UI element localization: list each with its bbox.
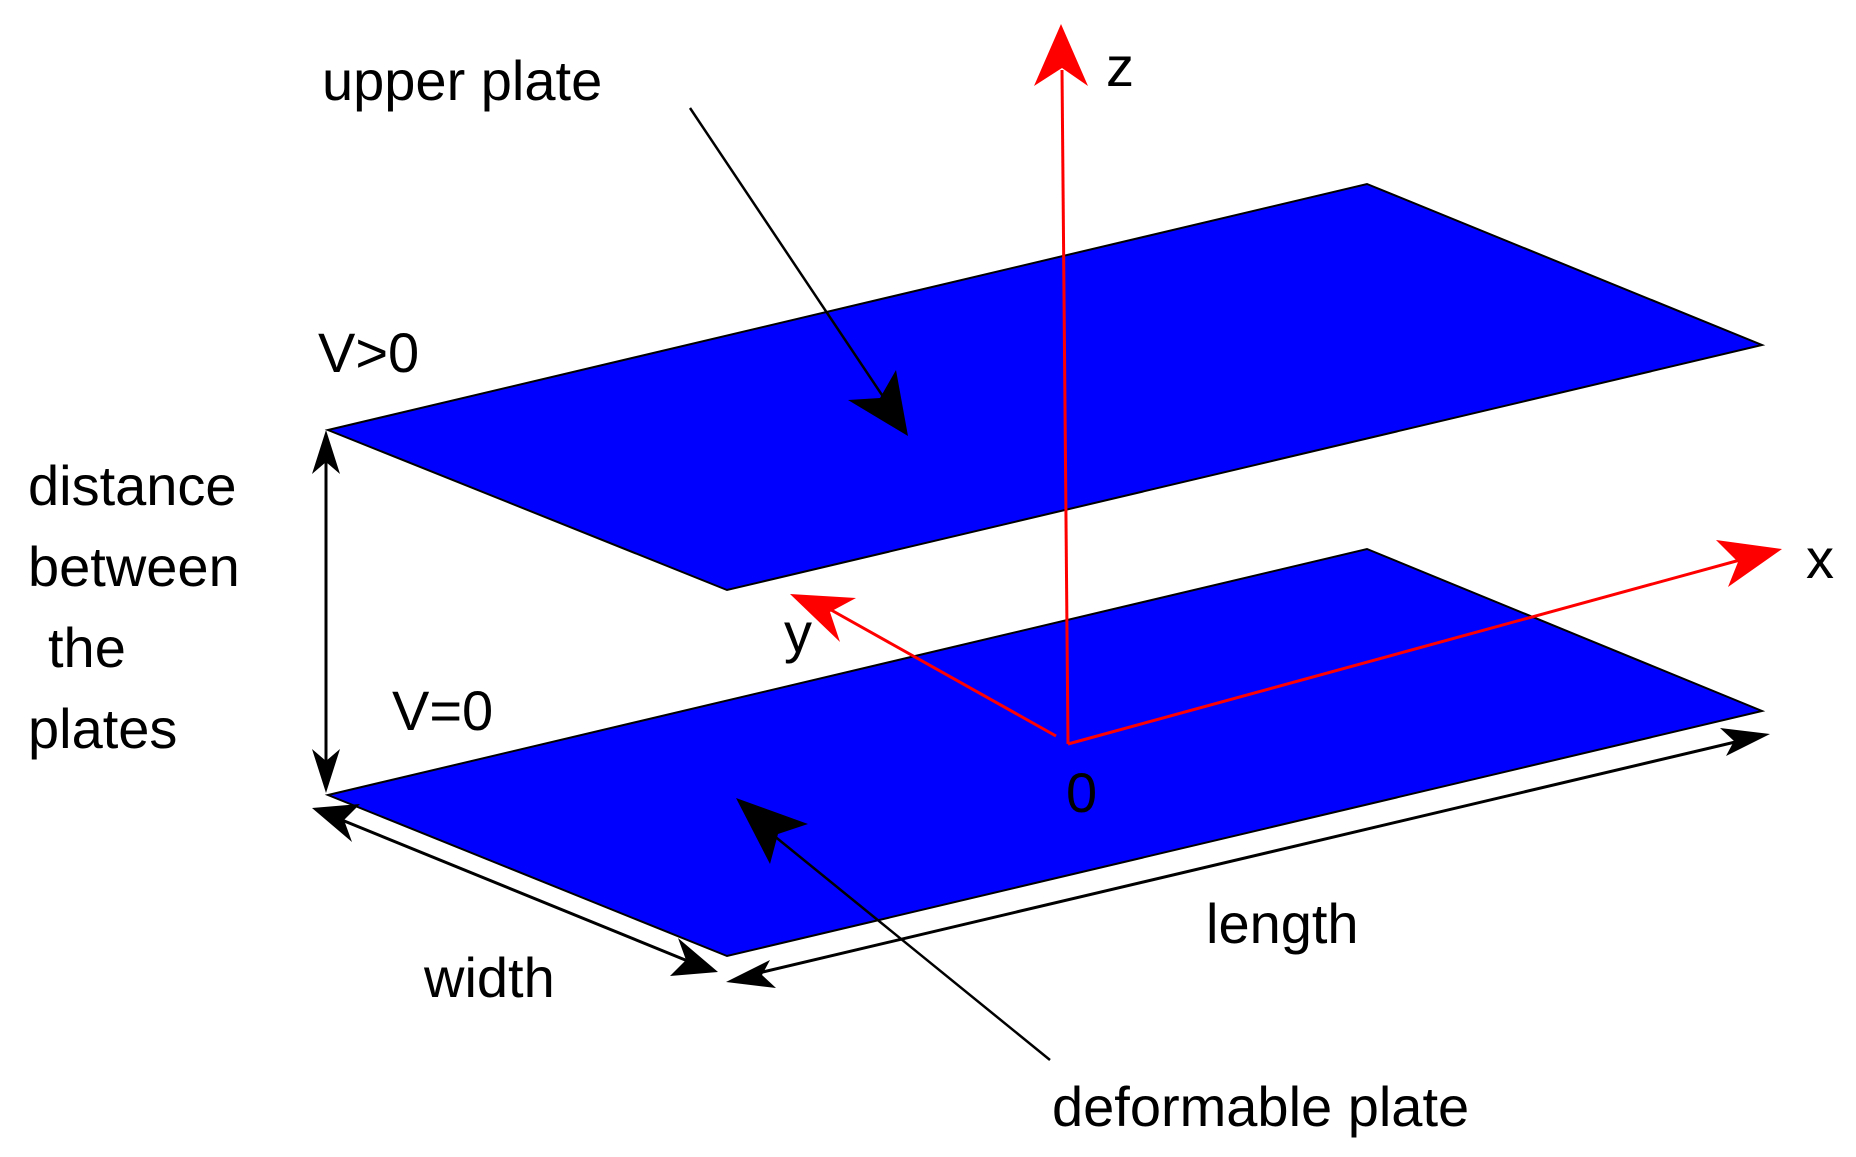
axis-y-label: y	[784, 601, 812, 664]
axis-x	[1067, 540, 1782, 746]
upper-plate-label: upper plate	[322, 49, 602, 112]
upper-plate-pointer	[688, 107, 908, 436]
distance-label-line-4: plates	[28, 697, 177, 760]
axis-x-label: x	[1806, 527, 1834, 590]
origin-label: 0	[1066, 761, 1097, 824]
axis-y	[790, 594, 1057, 738]
distance-arrow	[312, 430, 340, 793]
length-arrow	[726, 728, 1770, 988]
axis-z	[1034, 24, 1088, 745]
upper-plate	[324, 182, 1766, 592]
lower-voltage-label: V=0	[392, 679, 493, 742]
deformable-plate-pointer	[736, 798, 1051, 1061]
deformable-plate-label: deformable plate	[1052, 1075, 1469, 1138]
distance-label-line-2: between	[28, 535, 240, 598]
axis-z-label: z	[1106, 35, 1134, 98]
width-label: width	[423, 946, 555, 1009]
distance-label-line-3: the	[48, 616, 126, 679]
length-label: length	[1206, 892, 1359, 955]
deformable-plate-shape	[324, 547, 1766, 958]
upper-voltage-label: V>0	[318, 321, 419, 384]
width-arrow	[312, 804, 718, 976]
distance-label-line-1: distance	[28, 454, 237, 517]
